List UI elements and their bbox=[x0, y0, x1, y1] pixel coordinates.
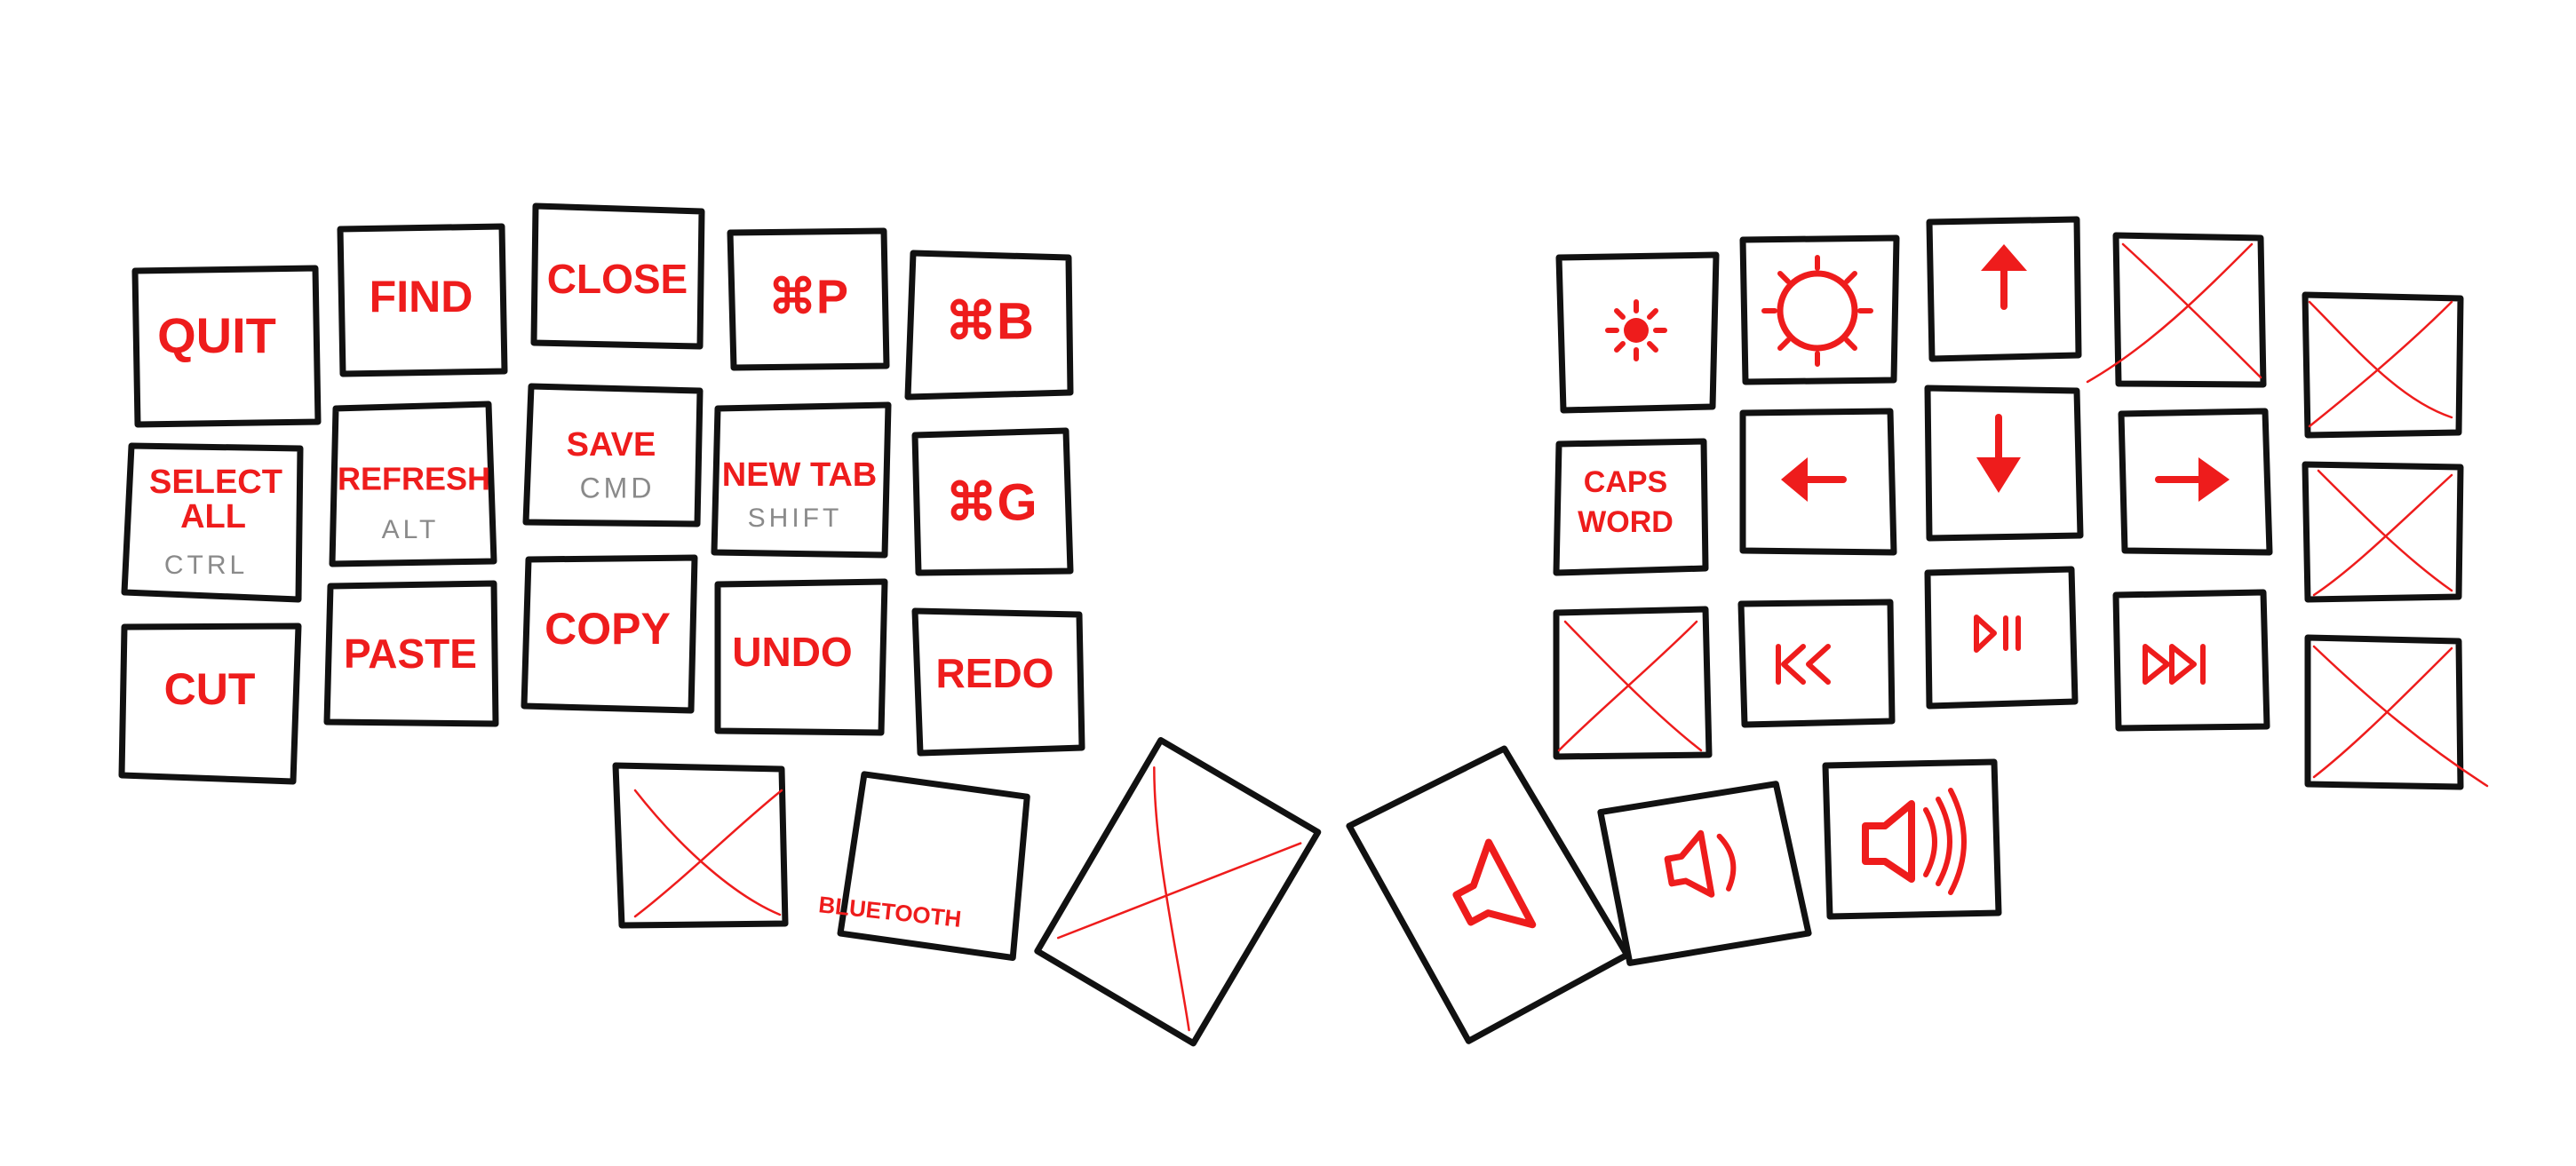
key-quit[interactable]: QUIT bbox=[131, 265, 322, 428]
key-brightness-down[interactable] bbox=[1555, 251, 1720, 414]
key-undo[interactable]: UNDO bbox=[714, 578, 888, 736]
left-hand: QUIT FIND CLOSE ⌘P ⌘B SELECT ALL CTRL RE… bbox=[118, 202, 1324, 1047]
key-redo[interactable]: REDO bbox=[911, 607, 1085, 757]
thumb-key-volume-down[interactable] bbox=[1597, 781, 1812, 966]
key-label-save: SAVE bbox=[567, 426, 656, 464]
x-mark-icon bbox=[2312, 469, 2453, 597]
key-arrow-down[interactable] bbox=[1924, 385, 2084, 542]
x-mark-icon bbox=[2086, 242, 2262, 384]
volume-up-icon bbox=[1862, 788, 1967, 895]
key-cmd-b[interactable]: ⌘B bbox=[904, 250, 1074, 401]
key-paste[interactable]: PASTE bbox=[323, 580, 499, 727]
arrow-right-icon bbox=[2155, 457, 2230, 502]
key-cut[interactable]: CUT bbox=[118, 623, 302, 785]
play-pause-icon bbox=[1974, 615, 2021, 653]
key-next-track[interactable] bbox=[2112, 589, 2270, 732]
key-label-cmd-g: ⌘G bbox=[945, 473, 1037, 531]
key-brightness-up[interactable] bbox=[1739, 234, 1900, 385]
thumb-key-mute[interactable] bbox=[1346, 739, 1631, 1044]
key-label-close: CLOSE bbox=[547, 256, 688, 302]
key-label-paste: PASTE bbox=[344, 631, 477, 677]
previous-track-icon bbox=[1776, 644, 1831, 685]
key-new-tab[interactable]: NEW TAB SHIFT bbox=[711, 401, 892, 559]
key-empty-r1[interactable] bbox=[2086, 232, 2267, 388]
key-save[interactable]: SAVE CMD bbox=[522, 383, 704, 527]
key-arrow-left[interactable] bbox=[1739, 408, 1897, 556]
key-empty-r4[interactable] bbox=[1553, 606, 1713, 760]
key-label-word: WORD bbox=[1578, 505, 1674, 539]
x-mark-icon bbox=[1056, 765, 1302, 1032]
key-previous-track[interactable] bbox=[1737, 599, 1896, 728]
next-track-icon bbox=[2143, 644, 2206, 685]
arrow-up-icon bbox=[1981, 244, 2027, 310]
x-mark-icon bbox=[2308, 300, 2453, 428]
key-cmd-g[interactable]: ⌘G bbox=[911, 427, 1074, 576]
key-copy[interactable]: COPY bbox=[521, 554, 698, 714]
key-label-cut: CUT bbox=[164, 664, 256, 714]
thumb-key-bluetooth[interactable]: BLUETOOTH bbox=[815, 771, 1030, 962]
thumb-key-empty-2[interactable] bbox=[1031, 735, 1324, 1047]
brightness-down-icon bbox=[1605, 299, 1667, 361]
key-label-refresh: REFRESH bbox=[338, 461, 490, 497]
x-mark-icon bbox=[1557, 620, 1703, 752]
key-play-pause[interactable] bbox=[1924, 566, 2079, 710]
x-mark-icon bbox=[2312, 645, 2489, 788]
key-empty-r3[interactable] bbox=[2302, 461, 2464, 603]
key-label-cmd-b: ⌘B bbox=[945, 292, 1034, 350]
key-label-new-tab: NEW TAB bbox=[722, 456, 878, 494]
key-label-caps: CAPS bbox=[1584, 465, 1667, 499]
modifier-shift: SHIFT bbox=[748, 504, 843, 533]
key-label-find: FIND bbox=[370, 272, 473, 321]
key-find[interactable]: FIND bbox=[337, 223, 508, 377]
arrow-down-icon bbox=[1976, 414, 2021, 493]
key-select-all[interactable]: SELECT ALL CTRL bbox=[121, 442, 304, 603]
key-label-copy: COPY bbox=[545, 604, 671, 654]
key-cmd-p[interactable]: ⌘P bbox=[727, 227, 890, 371]
right-hand: CAPS WORD bbox=[1346, 216, 2489, 1044]
key-label-all: ALL bbox=[180, 498, 246, 535]
mute-icon bbox=[1452, 838, 1537, 929]
key-label-cmd-p: ⌘P bbox=[768, 270, 848, 323]
brightness-up-icon bbox=[1761, 255, 1873, 367]
key-empty-r5[interactable] bbox=[2304, 634, 2489, 790]
thumb-key-volume-up[interactable] bbox=[1822, 758, 2002, 920]
key-refresh[interactable]: REFRESH ALT bbox=[329, 401, 497, 567]
key-arrow-right[interactable] bbox=[2118, 408, 2273, 556]
key-label-redo: REDO bbox=[936, 650, 1054, 696]
modifier-cmd: CMD bbox=[580, 472, 656, 504]
key-caps-word[interactable]: CAPS WORD bbox=[1553, 438, 1709, 576]
key-arrow-up[interactable] bbox=[1926, 216, 2082, 362]
key-empty-r2[interactable] bbox=[2302, 291, 2464, 439]
modifier-ctrl: CTRL bbox=[164, 551, 248, 580]
thumb-key-empty-1[interactable] bbox=[612, 762, 789, 929]
volume-down-icon bbox=[1664, 829, 1737, 898]
key-label-undo: UNDO bbox=[732, 629, 852, 675]
key-label-quit: QUIT bbox=[157, 307, 276, 363]
key-close[interactable]: CLOSE bbox=[530, 202, 705, 350]
x-mark-icon bbox=[633, 789, 783, 918]
arrow-left-icon bbox=[1781, 457, 1847, 502]
modifier-alt: ALT bbox=[382, 515, 440, 544]
key-label-select: SELECT bbox=[149, 464, 282, 501]
